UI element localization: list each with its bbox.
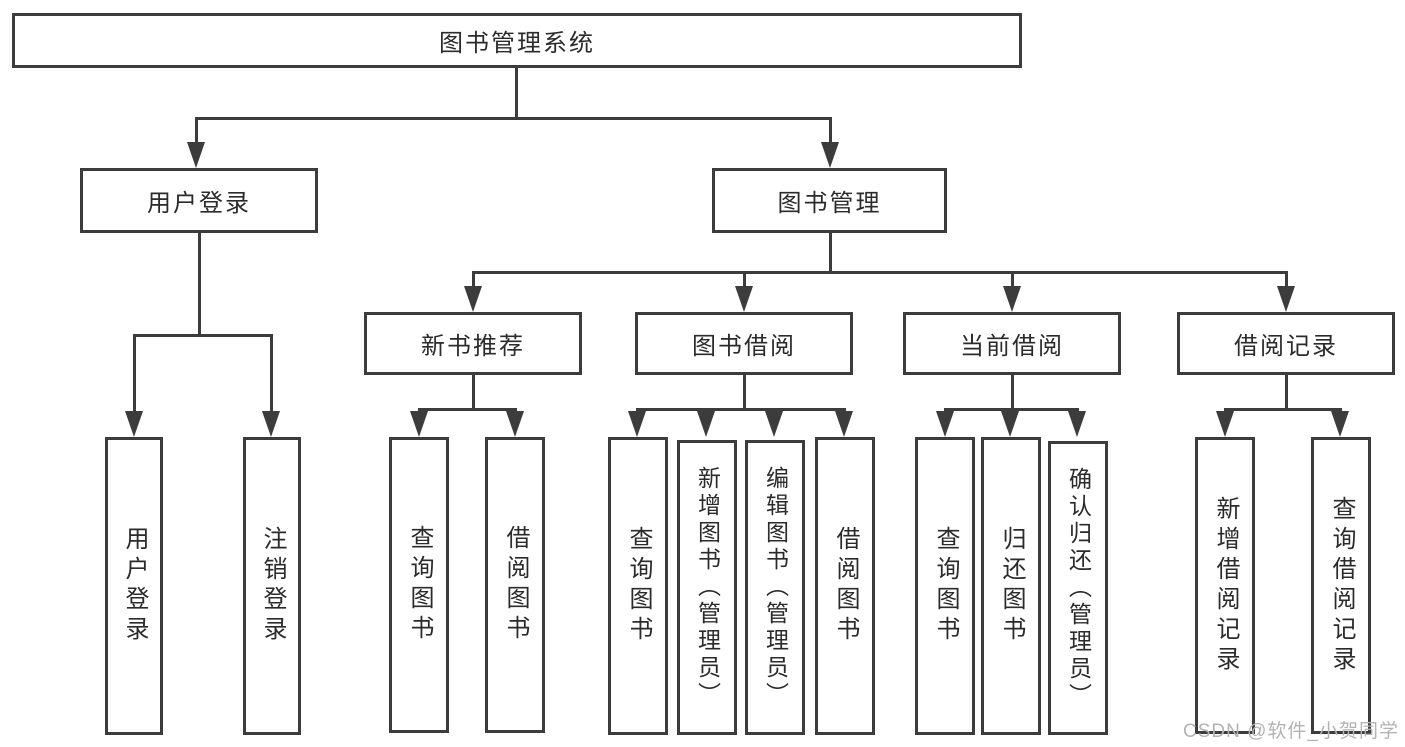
leaf-add-book-label: 新增图书（管理员） (694, 466, 721, 709)
node-book-borrow: 图书借阅 (635, 312, 853, 375)
arrow-down-icon (735, 286, 753, 312)
arrow-down-icon (1216, 411, 1234, 437)
leaf-return-book-label: 归还图书 (998, 526, 1025, 646)
node-current-borrow-label: 当前借阅 (960, 333, 1064, 360)
node-user-login-label: 用户登录 (147, 190, 251, 217)
connector-line (636, 408, 846, 411)
leaf-query-borrow-record: 查询借阅记录 (1311, 437, 1371, 734)
leaf-query-book-1-label: 查询图书 (406, 525, 433, 645)
arrow-down-icon (1331, 411, 1349, 437)
leaf-query-borrow-record-label: 查询借阅记录 (1328, 495, 1355, 676)
leaf-confirm-return-label: 确认归还（管理员） (1065, 466, 1092, 710)
leaf-confirm-return: 确认归还（管理员） (1048, 441, 1108, 735)
connector-line (472, 271, 475, 289)
arrow-down-icon (821, 142, 839, 168)
connector-line (1224, 408, 1342, 411)
connector-line (472, 271, 1288, 274)
leaf-logout-label: 注销登录 (259, 526, 286, 646)
connector-line (133, 334, 136, 414)
arrow-down-icon (835, 411, 853, 437)
leaf-borrow-book-2: 借阅图书 (815, 437, 875, 735)
node-book-borrow-label: 图书借阅 (692, 333, 796, 360)
leaf-edit-book: 编辑图书（管理员） (745, 440, 805, 735)
arrow-down-icon (1001, 411, 1019, 437)
arrow-down-icon (262, 411, 280, 437)
leaf-add-borrow-record-label: 新增借阅记录 (1212, 495, 1239, 676)
connector-line (195, 117, 198, 147)
arrow-down-icon (697, 411, 715, 437)
node-root-label: 图书管理系统 (439, 30, 595, 57)
leaf-edit-book-label: 编辑图书（管理员） (762, 466, 789, 709)
leaf-add-book: 新增图书（管理员） (677, 440, 737, 735)
watermark: CSDN @软件_小贺同学 (1183, 721, 1399, 742)
connector-line (418, 408, 517, 411)
leaf-add-borrow-record: 新增借阅记录 (1195, 437, 1255, 734)
leaf-borrow-book-1-label: 借阅图书 (502, 525, 529, 645)
leaf-query-book-2-label: 查询图书 (625, 526, 652, 646)
arrow-down-icon (187, 142, 205, 168)
leaf-user-login-label: 用户登录 (121, 526, 148, 646)
leaf-query-book-3-label: 查询图书 (932, 526, 959, 646)
leaf-logout: 注销登录 (243, 437, 301, 735)
leaf-query-book-2: 查询图书 (608, 437, 668, 735)
leaf-query-book-3: 查询图书 (915, 437, 975, 735)
leaf-return-book: 归还图书 (981, 437, 1041, 735)
connector-line (472, 375, 475, 411)
arrow-down-icon (410, 411, 428, 437)
connector-line (515, 68, 518, 120)
connector-line (1285, 271, 1288, 289)
connector-line (743, 375, 746, 411)
arrow-down-icon (1068, 411, 1086, 437)
node-borrow-record-label: 借阅记录 (1234, 333, 1338, 360)
node-new-book-recommend-label: 新书推荐 (421, 333, 525, 360)
node-user-login: 用户登录 (80, 168, 318, 233)
connector-line (1285, 375, 1288, 411)
arrow-down-icon (765, 411, 783, 437)
connector-line (743, 271, 746, 289)
arrow-down-icon (1277, 286, 1295, 312)
connector-line (195, 117, 832, 120)
connector-line (829, 233, 832, 274)
leaf-user-login: 用户登录 (105, 437, 163, 735)
connector-line (1011, 271, 1014, 289)
connector-line (133, 334, 273, 337)
arrow-down-icon (464, 286, 482, 312)
arrow-down-icon (936, 411, 954, 437)
connector-line (198, 233, 201, 337)
node-borrow-record: 借阅记录 (1177, 312, 1395, 375)
leaf-borrow-book-1: 借阅图书 (485, 437, 545, 733)
node-book-management: 图书管理 (712, 168, 947, 233)
node-book-management-label: 图书管理 (777, 190, 882, 217)
leaf-query-book-1: 查询图书 (389, 437, 449, 733)
arrow-down-icon (628, 411, 646, 437)
node-current-borrow: 当前借阅 (903, 312, 1121, 375)
arrow-down-icon (1003, 286, 1021, 312)
arrow-down-icon (125, 411, 143, 437)
node-new-book-recommend: 新书推荐 (364, 312, 582, 375)
node-root: 图书管理系统 (12, 13, 1022, 68)
arrow-down-icon (506, 411, 524, 437)
connector-line (1011, 375, 1014, 411)
leaf-borrow-book-2-label: 借阅图书 (832, 526, 859, 646)
connector-line (829, 117, 832, 147)
connector-line (270, 334, 273, 414)
